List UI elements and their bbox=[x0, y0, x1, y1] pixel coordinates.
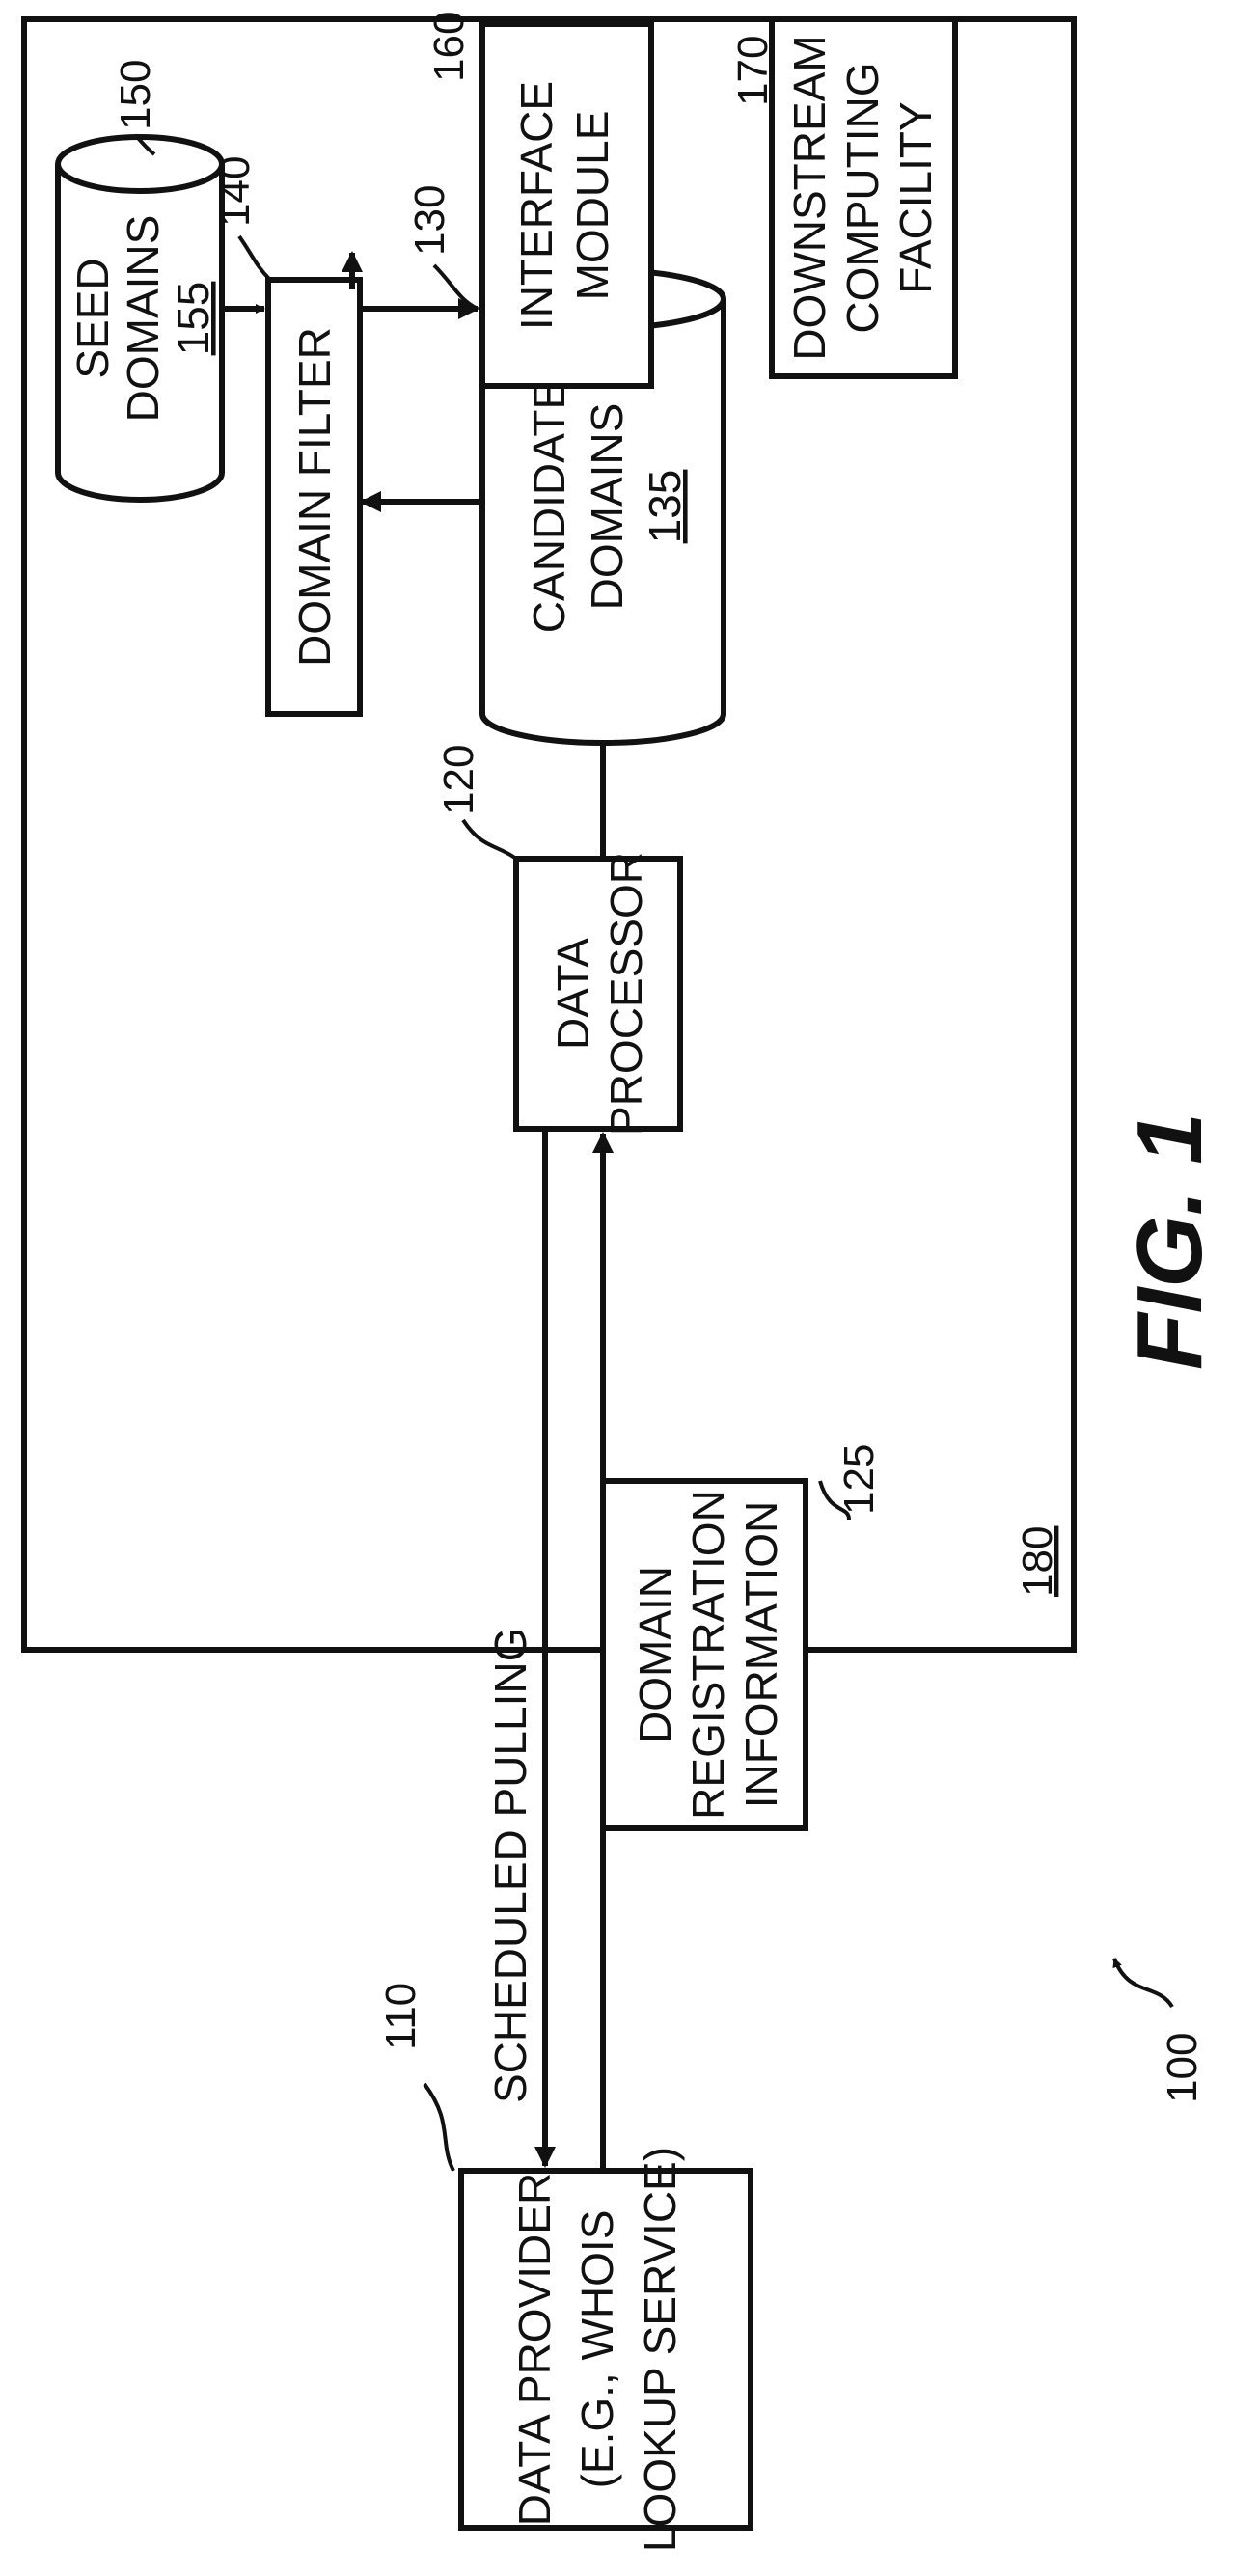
data-provider-line-1: DATA PROVIDER bbox=[509, 2173, 560, 2526]
seed-domains-node: SEED DOMAINS 155 150 bbox=[58, 60, 222, 500]
candidate-domains-line-2: DOMAINS bbox=[582, 403, 632, 611]
downstream-facility-line-2: COMPUTING bbox=[837, 62, 888, 333]
system-ref-leader bbox=[1114, 1959, 1172, 2007]
seed-domains-subref: 155 bbox=[168, 282, 218, 356]
data-processor-line-1: DATA bbox=[548, 938, 598, 1050]
domain-filter-label: DOMAIN FILTER bbox=[289, 327, 340, 667]
candidate-domains-line-1: CANDIDATE bbox=[524, 380, 574, 633]
seed-domains-ref: 150 bbox=[112, 60, 159, 130]
seed-domains-line-2: DOMAINS bbox=[118, 215, 168, 423]
system-ref: 100 bbox=[1159, 2033, 1206, 2103]
interface-module-line-2: MODULE bbox=[567, 111, 617, 301]
domain-filter-leader bbox=[239, 236, 270, 280]
interface-module-ref: 160 bbox=[425, 12, 473, 82]
data-provider-ref: 110 bbox=[377, 1983, 424, 2050]
scheduled-pulling-label: SCHEDULED PULLING bbox=[485, 1628, 535, 2103]
seed-domains-line-1: SEED bbox=[68, 258, 118, 378]
interface-module-node: INTERFACE MODULE 160 bbox=[425, 12, 651, 386]
candidate-domains-subref: 135 bbox=[640, 470, 690, 544]
interface-module-line-1: INTERFACE bbox=[511, 81, 561, 330]
candidate-domains-leader bbox=[434, 265, 478, 309]
data-processor-leader bbox=[463, 820, 516, 859]
domain-registration-ref: 125 bbox=[835, 1444, 883, 1515]
downstream-facility-line-1: DOWNSTREAM bbox=[784, 35, 835, 360]
environment-ref: 180 bbox=[1014, 1526, 1061, 1597]
data-provider-line-3: LOOKUP SERVICE) bbox=[635, 2147, 685, 2552]
domain-registration-node: DOMAIN REGISTRATION INFORMATION 125 bbox=[603, 1444, 883, 1828]
domain-registration-line-2: REGISTRATION bbox=[683, 1490, 733, 1820]
data-provider-line-2: (E.G., WHOIS bbox=[572, 2210, 622, 2489]
figure-label: FIG. 1 bbox=[1118, 1112, 1221, 1370]
data-processor-ref: 120 bbox=[435, 745, 482, 815]
data-processor-line-2: PROCESSOR bbox=[601, 852, 651, 1136]
data-provider-node: DATA PROVIDER (E.G., WHOIS LOOKUP SERVIC… bbox=[377, 1983, 751, 2552]
candidate-domains-ref: 130 bbox=[406, 185, 453, 256]
downstream-facility-node: DOWNSTREAM COMPUTING FACILITY 170 bbox=[729, 19, 955, 376]
domain-registration-line-1: DOMAIN bbox=[630, 1566, 680, 1743]
domain-registration-line-3: INFORMATION bbox=[736, 1501, 786, 1809]
data-provider-leader bbox=[424, 2084, 453, 2171]
rotated-diagram: 180 DATA PROVIDER (E.G., WHOIS LOOKUP SE… bbox=[24, 12, 1221, 2552]
downstream-facility-line-3: FACILITY bbox=[890, 101, 941, 293]
domain-filter-node: DOMAIN FILTER 140 bbox=[211, 156, 360, 714]
data-processor-node: DATA PROCESSOR 120 bbox=[435, 745, 680, 1136]
downstream-facility-ref: 170 bbox=[729, 36, 777, 106]
